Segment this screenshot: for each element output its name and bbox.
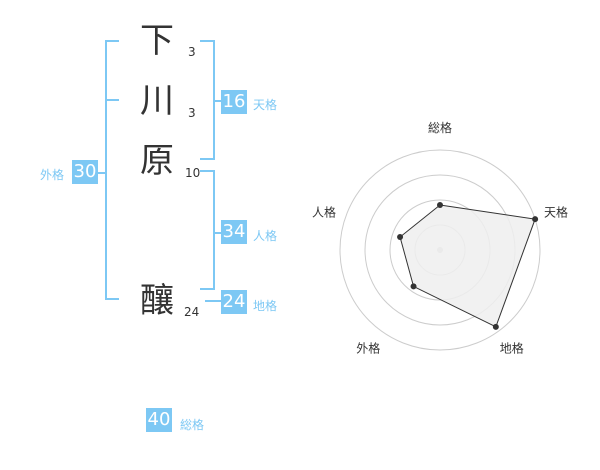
tenkaku-label: 天格 — [253, 98, 278, 112]
gaikaku-bracket-top — [105, 40, 119, 42]
radar-axis-label: 外格 — [356, 341, 380, 356]
jinkaku-bracket-spine — [213, 170, 215, 290]
soukaku-value: 40 — [146, 408, 172, 432]
tenkaku-bracket-top — [200, 40, 215, 42]
chikaku-connector — [205, 300, 221, 302]
jinkaku-bracket-top — [200, 170, 215, 172]
radar-axis-label: 天格 — [544, 204, 568, 219]
chikaku-value: 24 — [221, 290, 247, 314]
radar-polygon — [399, 204, 536, 328]
jinkaku-bracket-connector — [213, 232, 221, 234]
name-char-2: 川 — [140, 81, 174, 121]
gaikaku-bracket-bottom — [105, 298, 119, 300]
radar-ring — [339, 149, 541, 351]
radar-point — [397, 234, 404, 241]
name-char-4-strokes: 24 — [184, 305, 200, 319]
name-char-1-strokes: 3 — [188, 45, 196, 59]
radar-axis-label: 総格 — [428, 120, 452, 135]
name-char-1: 下 — [140, 21, 174, 61]
jinkaku-bracket-bottom — [200, 288, 215, 290]
soukaku-label: 総格 — [180, 418, 205, 432]
radar-points — [397, 202, 539, 330]
radar-point — [410, 283, 417, 290]
radar-point — [492, 323, 499, 330]
radar-point — [532, 216, 539, 223]
radar-axis-label: 地格 — [500, 341, 524, 356]
gaikaku-bracket-mid-tick — [105, 99, 119, 101]
name-char-2-strokes: 3 — [188, 106, 196, 120]
gaikaku-label: 外格 — [40, 168, 65, 182]
radar-point — [437, 202, 443, 208]
radar-axis-label: 人格 — [312, 204, 336, 219]
gaikaku-bracket-connector — [97, 172, 107, 174]
jinkaku-label: 人格 — [253, 229, 278, 243]
jinkaku-value: 34 — [221, 220, 247, 244]
name-char-4: 釀 — [140, 281, 174, 321]
tenkaku-bracket-connector — [213, 100, 221, 102]
name-char-3: 原 — [140, 141, 174, 181]
tenkaku-bracket-bottom — [200, 158, 215, 160]
chikaku-label: 地格 — [253, 299, 278, 313]
tenkaku-value: 16 — [221, 90, 247, 114]
gaikaku-bracket-spine — [105, 40, 107, 300]
gaikaku-value: 30 — [72, 160, 98, 184]
name-char-3-strokes: 10 — [185, 166, 201, 180]
